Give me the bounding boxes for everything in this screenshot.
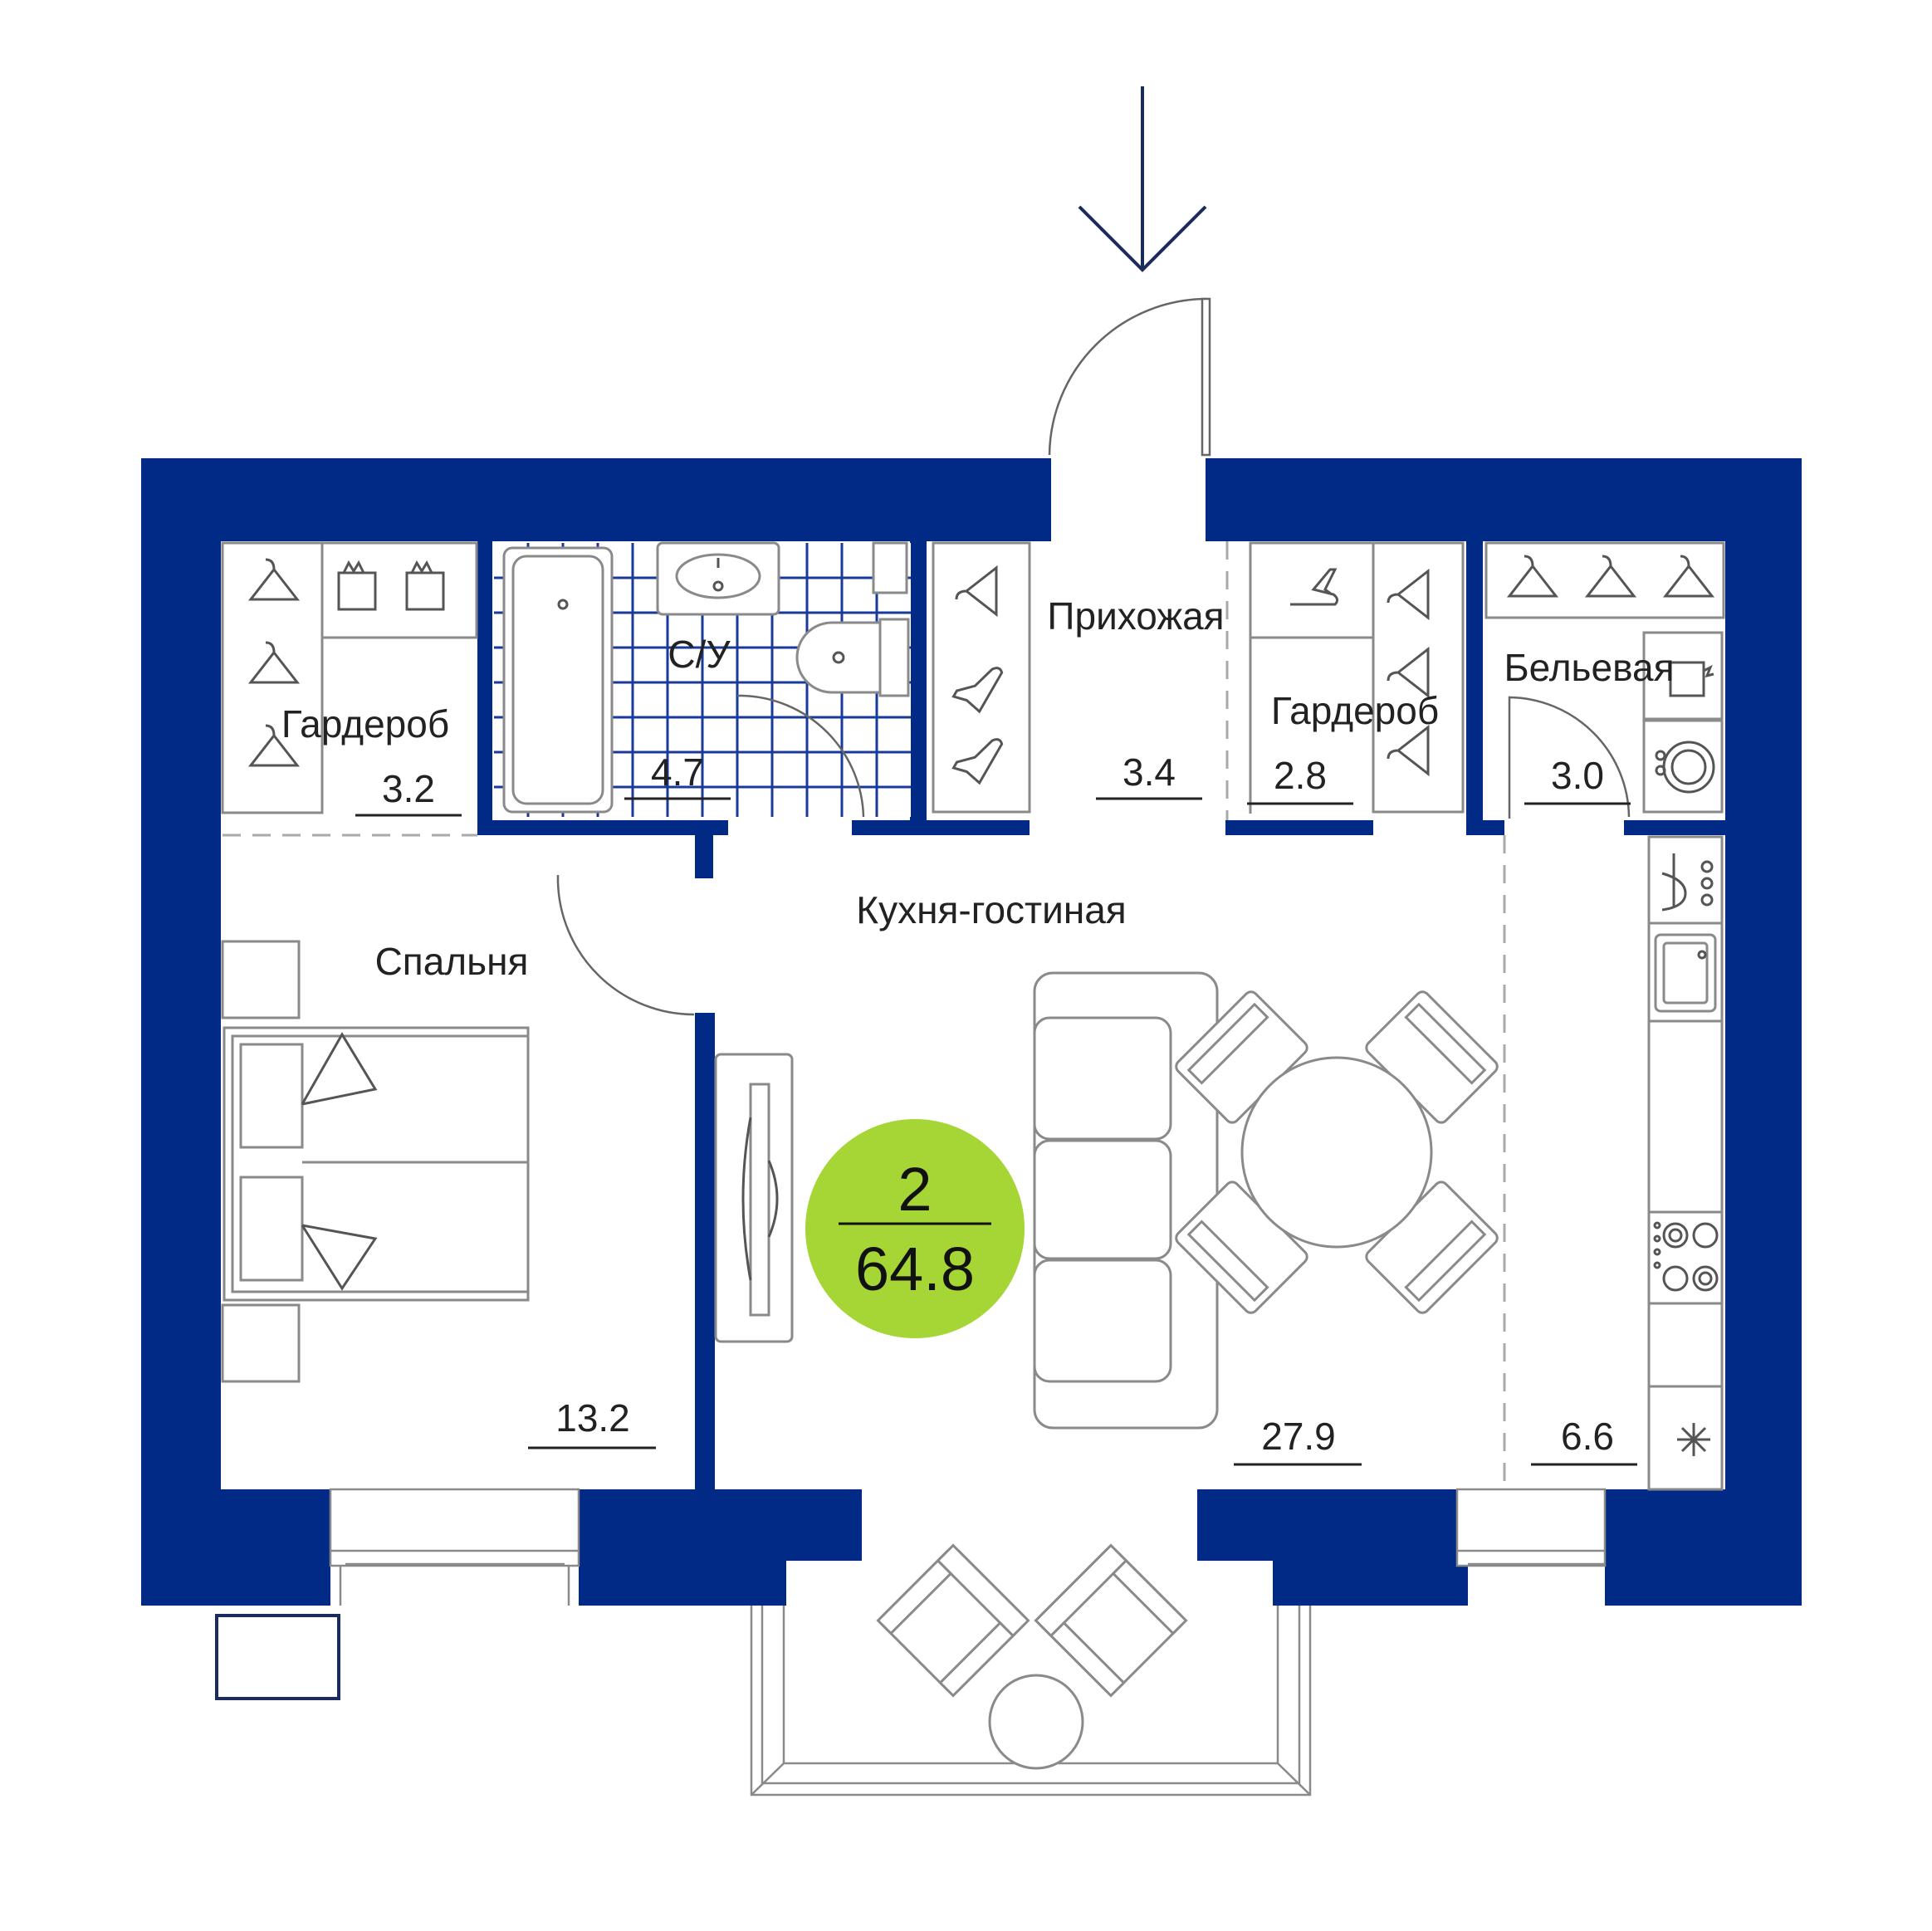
- armchair-icon: [876, 1543, 1030, 1698]
- laundry-basket-icon: [1669, 661, 1714, 697]
- room-name-wardrobe-right: Гардероб: [1271, 689, 1439, 732]
- room-area-bathroom: 4.7: [651, 750, 704, 794]
- total-area: 64.8: [855, 1234, 975, 1303]
- room-area-kitchen-living: 27.9: [1261, 1415, 1336, 1458]
- shoe-icon: [951, 738, 1004, 785]
- toilet-icon: [795, 618, 910, 697]
- room-area-kitchen-zone: 6.6: [1561, 1415, 1614, 1458]
- shoe-icon: [951, 667, 1004, 714]
- laundry-door: [1508, 696, 1631, 819]
- washing-machine-icon: [1655, 741, 1715, 794]
- nightstand: [221, 940, 301, 1019]
- rooms-count: 2: [898, 1155, 932, 1224]
- balcony-table: [988, 1674, 1084, 1770]
- nightstand: [221, 1303, 301, 1383]
- room-area-bedroom: 13.2: [555, 1396, 630, 1440]
- kitchen-counter: [1647, 835, 1724, 1491]
- hanger-icon: [1387, 568, 1430, 621]
- bathroom-door: [737, 694, 865, 818]
- shoe-icon: [1290, 568, 1339, 606]
- hanger-icon: [247, 641, 301, 684]
- entrance-arrow-icon: [1078, 86, 1207, 272]
- hanger-icon: [955, 565, 998, 618]
- window-bedroom: [329, 1488, 580, 1606]
- zone-separators: [223, 541, 1506, 1489]
- bathtub-icon: [502, 546, 614, 814]
- room-name-kitchen-living: Кухня-гостиная: [856, 888, 1126, 931]
- room-area-laundry: 3.0: [1551, 754, 1604, 797]
- wardrobe-left: [221, 541, 478, 814]
- inner-walls: [477, 540, 1725, 1489]
- room-name-hallway: Прихожая: [1047, 594, 1224, 638]
- armchair-icon: [1034, 1543, 1188, 1698]
- bedroom-door: [556, 875, 695, 1016]
- sink-icon: [656, 541, 780, 616]
- entrance-door: [1048, 297, 1211, 457]
- room-name-bedroom: Спальня: [375, 940, 529, 983]
- room-name-bathroom: С/У: [668, 633, 731, 676]
- hanger-icon: [1387, 646, 1430, 699]
- hallway-closet: [932, 541, 1031, 814]
- hanger-icon: [247, 724, 301, 767]
- room-name-wardrobe-left: Гардероб: [281, 702, 449, 746]
- outer-walls: [141, 458, 1802, 1606]
- laundry-basket-icon: [405, 560, 445, 611]
- dining-table-icon: [1175, 990, 1499, 1314]
- fridge-icon: [1677, 1423, 1710, 1456]
- sofa-icon: [1033, 971, 1219, 1430]
- hanger-icon: [1387, 724, 1430, 777]
- room-area-wardrobe-right: 2.8: [1274, 754, 1327, 797]
- room-name-laundry: Бельевая: [1504, 646, 1674, 689]
- laundry-basket-icon: [337, 560, 377, 611]
- hanger-icon: [1662, 555, 1715, 598]
- tv-icon: [714, 1053, 794, 1343]
- apartment-badge: 2 64.8: [805, 1119, 1025, 1338]
- window-kitchen: [1455, 1488, 1607, 1567]
- room-area-hallway: 3.4: [1123, 750, 1176, 794]
- sink-icon: [1654, 933, 1717, 1013]
- kitchen-accessories: [1661, 853, 1714, 912]
- bed-icon: [223, 1026, 530, 1302]
- hanger-icon: [1506, 555, 1559, 598]
- hanger-icon: [1584, 555, 1637, 598]
- laundry-shelf: [1484, 541, 1725, 814]
- stove-icon: [1653, 1221, 1719, 1292]
- ac-unit: [215, 1614, 340, 1700]
- room-area-wardrobe-left: 3.2: [382, 767, 435, 810]
- wardrobe-right: [1249, 541, 1465, 814]
- hanger-icon: [247, 558, 301, 601]
- shelf: [872, 541, 908, 594]
